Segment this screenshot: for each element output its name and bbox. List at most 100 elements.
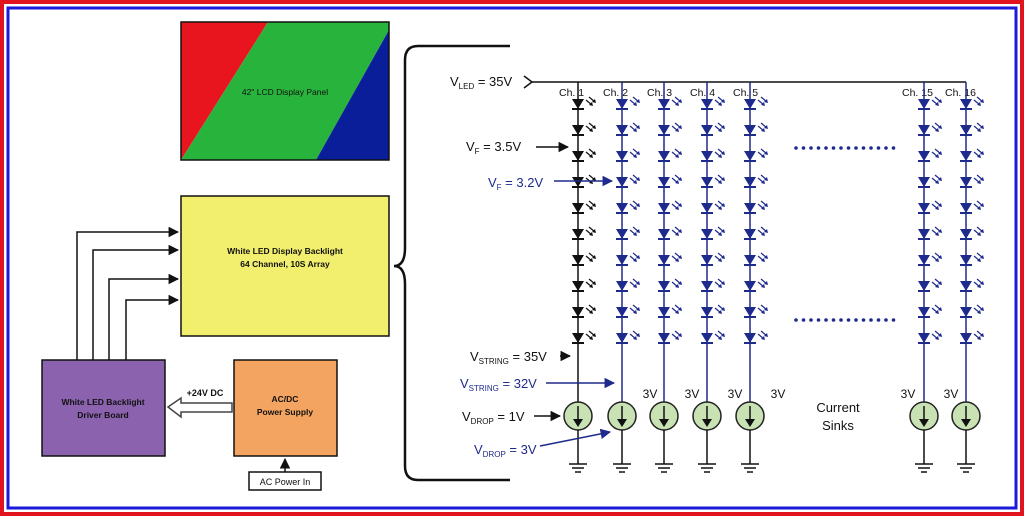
channel-label: Ch. 15	[902, 87, 933, 99]
led-diode	[572, 330, 596, 344]
sink-voltage-label: 3V	[901, 387, 916, 401]
led-diode	[918, 330, 942, 344]
led-diode	[918, 96, 942, 110]
channel-label: Ch. 1	[559, 87, 584, 99]
led-diode	[616, 174, 640, 188]
led-diode	[572, 304, 596, 318]
ellipsis-dot	[884, 146, 888, 150]
led-diode	[960, 174, 984, 188]
sink-voltage-label: 3V	[685, 387, 700, 401]
ac-input-label: AC Power In	[260, 477, 311, 487]
current-sink	[909, 401, 939, 473]
dc-link-label: +24V DC	[187, 388, 224, 398]
led-diode	[918, 148, 942, 162]
ellipsis-dot	[831, 146, 836, 150]
vf-black-label: VF = 3.5V	[466, 139, 521, 156]
vstring-black-label: VSTRING = 35V	[470, 349, 547, 366]
led-diode	[572, 278, 596, 292]
led-diode	[744, 226, 768, 240]
backlight-label-line1: White LED Display Backlight	[227, 246, 343, 256]
ellipsis-dot	[846, 146, 851, 150]
led-diode	[658, 122, 682, 136]
driver-board-block: White LED Backlight Driver Board	[41, 359, 166, 457]
power-supply-block: AC/DC Power Supply	[233, 359, 338, 457]
sink-voltage-label: 3V	[771, 387, 786, 401]
led-diode	[918, 122, 942, 136]
led-diode	[572, 148, 596, 162]
ellipsis-dot	[809, 146, 813, 150]
current-sink	[607, 401, 637, 473]
led-diode	[918, 252, 942, 266]
ellipsis-dot	[816, 318, 821, 322]
ellipsis-dot	[801, 318, 806, 322]
ellipsis-dot	[876, 146, 881, 150]
led-diode	[744, 252, 768, 266]
bracket	[393, 44, 510, 482]
led-diode	[572, 122, 596, 136]
led-diode	[960, 200, 984, 214]
ellipsis-dot	[831, 318, 836, 322]
led-diode	[658, 148, 682, 162]
ellipsis-dot	[824, 318, 828, 322]
ellipsis-dot	[861, 146, 866, 150]
led-diode	[658, 304, 682, 318]
led-diode	[918, 200, 942, 214]
led-diode	[701, 226, 725, 240]
led-strings	[563, 82, 984, 473]
driver-to-backlight-arrows	[76, 226, 180, 360]
led-diode	[701, 278, 725, 292]
led-diode	[701, 122, 725, 136]
channel-label: Ch. 4	[690, 87, 715, 99]
led-diode	[701, 304, 725, 318]
led-diode	[616, 200, 640, 214]
led-diode	[960, 304, 984, 318]
current-sink	[951, 401, 981, 473]
led-diode	[701, 200, 725, 214]
led-diode	[658, 226, 682, 240]
psu-label-line2: Power Supply	[257, 407, 313, 417]
led-diode	[616, 122, 640, 136]
led-diode	[918, 174, 942, 188]
driver-label-line2: Driver Board	[77, 410, 129, 420]
ellipsis-dot	[809, 318, 813, 322]
ellipsis-dot	[869, 318, 873, 322]
led-diode	[744, 200, 768, 214]
led-diode	[744, 174, 768, 188]
backlight-block: White LED Display Backlight 64 Channel, …	[180, 195, 390, 337]
led-diode	[744, 96, 768, 110]
led-diode	[960, 148, 984, 162]
current-sinks-label-line1: Current	[816, 400, 860, 415]
led-diode	[658, 200, 682, 214]
ellipsis-dot	[839, 146, 843, 150]
led-diode	[616, 226, 640, 240]
led-string	[735, 82, 768, 473]
psu-label-line1: AC/DC	[272, 394, 299, 404]
current-sink	[692, 401, 722, 473]
led-diode	[918, 304, 942, 318]
lcd-panel-label: 42" LCD Display Panel	[242, 87, 328, 97]
led-diode	[658, 174, 682, 188]
led-string	[909, 82, 942, 473]
ellipsis-dot	[801, 146, 806, 150]
led-diode	[616, 304, 640, 318]
led-diode	[918, 226, 942, 240]
ellipsis-dot	[854, 146, 858, 150]
led-diode	[744, 278, 768, 292]
led-string	[951, 82, 984, 473]
led-diode	[701, 252, 725, 266]
led-diode	[658, 330, 682, 344]
led-diode	[960, 96, 984, 110]
ellipsis-dot	[869, 146, 873, 150]
led-diode	[658, 96, 682, 110]
ellipsis-dots	[794, 146, 896, 322]
channel-label: Ch. 16	[945, 87, 976, 99]
led-diode	[701, 330, 725, 344]
ellipsis-dot	[846, 318, 851, 322]
ellipsis-dot	[824, 146, 828, 150]
current-sink	[563, 401, 593, 473]
led-string	[649, 82, 682, 473]
ellipsis-dot	[891, 318, 896, 322]
current-sink	[649, 401, 679, 473]
